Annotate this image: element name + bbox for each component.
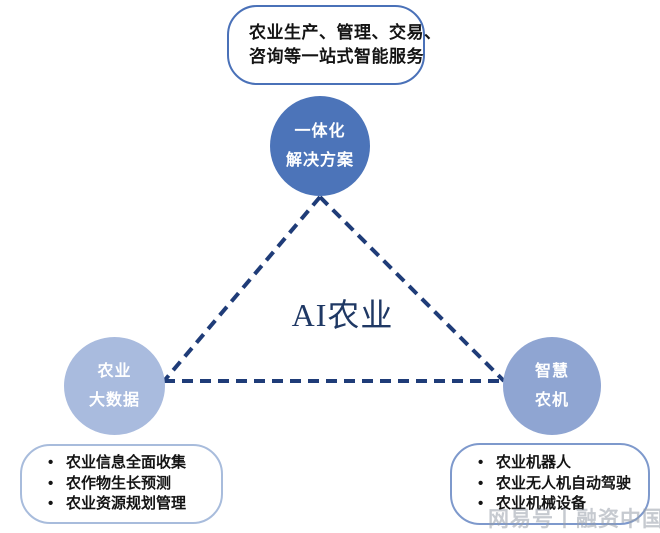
list-item: 农业机器人 bbox=[478, 453, 648, 474]
right-detail-box: 农业机器人农业无人机自动驾驶农业机械设备 bbox=[450, 443, 650, 525]
node-agri-bigdata-line1: 农业 bbox=[97, 362, 132, 380]
node-agri-bigdata-line2: 大数据 bbox=[88, 391, 140, 409]
top-service-box-line2: 咨询等一站式智能服务 bbox=[249, 47, 424, 66]
left-detail-list: 农业信息全面收集农作物生长预测农业资源规划管理 bbox=[22, 453, 221, 515]
node-agri-bigdata: 农业 大数据 bbox=[64, 337, 165, 435]
connector-top-right bbox=[318, 195, 506, 383]
top-service-box-line1: 农业生产、管理、交易、 bbox=[249, 23, 442, 42]
watermark: 网易号丨融资中国 bbox=[488, 508, 660, 531]
top-service-box: 农业生产、管理、交易、 咨询等一站式智能服务 bbox=[227, 5, 442, 85]
list-item: 农业机械设备 bbox=[478, 494, 648, 515]
list-item: 农业信息全面收集 bbox=[48, 453, 221, 474]
connector-top-left bbox=[162, 195, 322, 383]
node-integrated-solution-line2: 解决方案 bbox=[285, 151, 354, 169]
list-item: 农业无人机自动驾驶 bbox=[478, 474, 648, 495]
list-item: 农作物生长预测 bbox=[48, 474, 221, 495]
node-smart-machinery-line1: 智慧 bbox=[534, 362, 569, 380]
node-integrated-solution: 一体化 解决方案 bbox=[270, 96, 370, 196]
node-integrated-solution-line1: 一体化 bbox=[294, 122, 346, 140]
right-detail-list: 农业机器人农业无人机自动驾驶农业机械设备 bbox=[452, 453, 648, 515]
node-smart-machinery: 智慧 农机 bbox=[503, 337, 601, 435]
list-item: 农业资源规划管理 bbox=[48, 494, 221, 515]
left-detail-box: 农业信息全面收集农作物生长预测农业资源规划管理 bbox=[20, 444, 223, 524]
diagram-title: AI农业 bbox=[291, 297, 394, 333]
node-smart-machinery-line2: 农机 bbox=[534, 391, 569, 409]
